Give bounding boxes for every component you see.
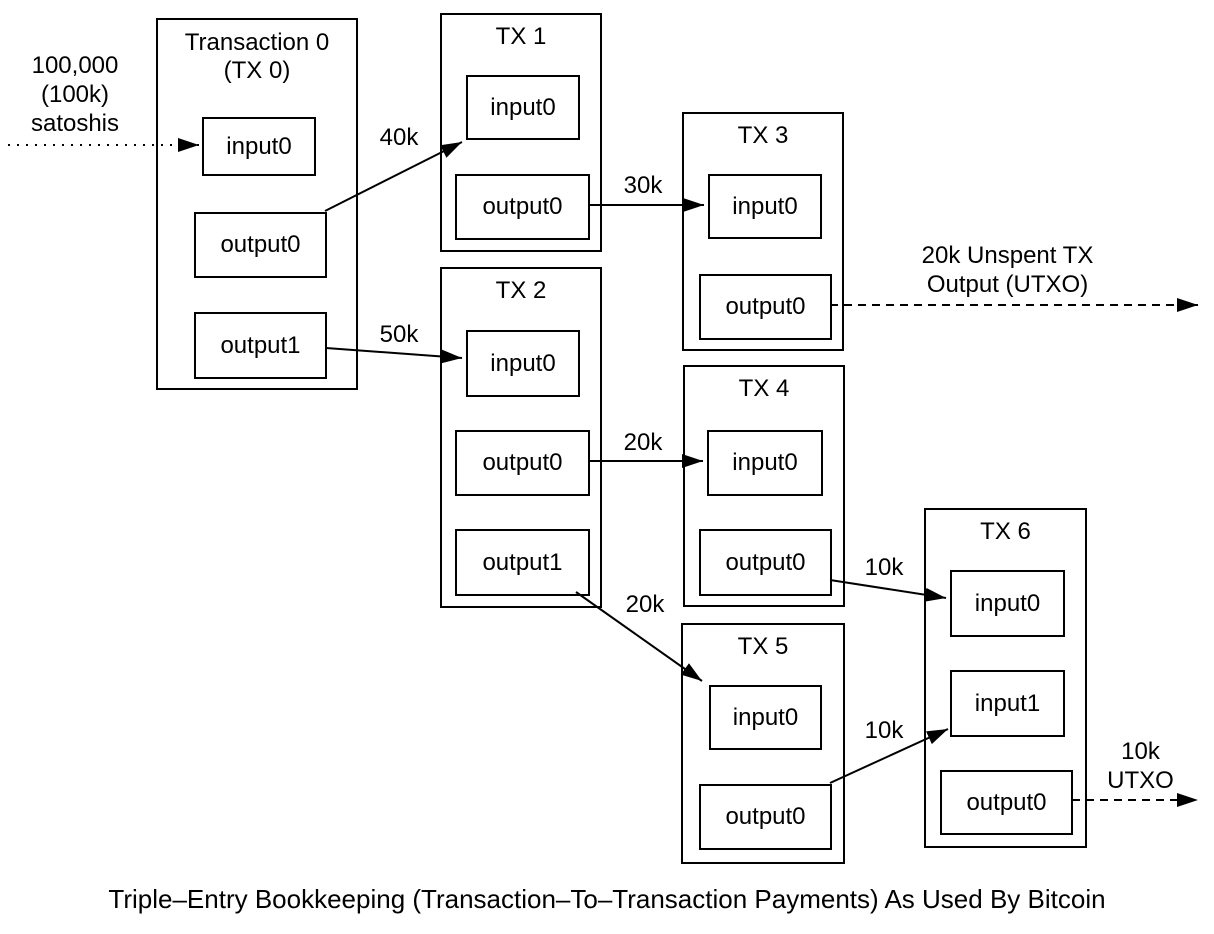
transaction-3-title: TX 3: [737, 122, 789, 149]
diagram-caption: Triple–Entry Bookkeeping (Transaction–To…: [108, 884, 1106, 914]
amount-label-20k-tx4: 20k: [623, 429, 663, 456]
transaction-1-input0: input0: [466, 75, 580, 140]
amount-label-10k-tx6-input1: 10k: [864, 717, 904, 744]
transaction-4-input0: input0: [707, 430, 823, 496]
source-satoshis-label: 100,000 (100k) satoshis: [30, 52, 120, 137]
transaction-0-title: Transaction 0 (TX 0): [184, 29, 330, 85]
transaction-6-input1: input1: [950, 670, 1065, 737]
transaction-6-input0: input0: [950, 570, 1065, 637]
transaction-6-box: TX 6 input0 input1 output0: [924, 508, 1087, 848]
transaction-3-input0: input0: [708, 174, 822, 239]
transaction-1-title: TX 1: [495, 23, 547, 50]
utxo-20k-label: 20k Unspent TX Output (UTXO): [921, 242, 1094, 298]
transaction-2-box: TX 2 input0 output0 output1: [440, 267, 602, 608]
transaction-2-input0: input0: [466, 330, 580, 397]
amount-label-50k: 50k: [379, 321, 419, 348]
transaction-4-title: TX 4: [738, 375, 790, 402]
utxo-10k-label: 10k UTXO: [1107, 738, 1174, 794]
amount-label-10k-tx6-input0: 10k: [864, 554, 904, 581]
amount-label-20k-tx5: 20k: [625, 591, 665, 618]
transaction-5-title: TX 5: [737, 633, 789, 660]
transaction-0-output1: output1: [194, 312, 327, 379]
transaction-0-output0: output0: [194, 212, 327, 278]
amount-label-30k: 30k: [623, 172, 663, 199]
transaction-5-input0: input0: [709, 685, 822, 750]
transaction-6-output0: output0: [940, 770, 1073, 835]
transaction-5-box: TX 5 input0 output0: [681, 623, 845, 864]
transaction-4-output0: output0: [699, 529, 832, 596]
transaction-6-title: TX 6: [980, 518, 1031, 545]
transaction-3-box: TX 3 input0 output0: [682, 112, 844, 351]
transaction-0-box: Transaction 0 (TX 0) input0 output0 outp…: [156, 18, 358, 390]
transaction-1-output0: output0: [455, 174, 590, 240]
amount-label-40k: 40k: [379, 124, 419, 151]
transaction-2-output0: output0: [455, 430, 590, 496]
transaction-2-output1: output1: [455, 529, 590, 596]
transaction-4-box: TX 4 input0 output0: [683, 365, 845, 607]
transaction-2-title: TX 2: [495, 277, 547, 304]
transaction-3-output0: output0: [699, 274, 832, 340]
transaction-0-input0: input0: [202, 117, 316, 176]
transaction-5-output0: output0: [699, 784, 832, 850]
transaction-1-box: TX 1 input0 output0: [440, 13, 602, 252]
